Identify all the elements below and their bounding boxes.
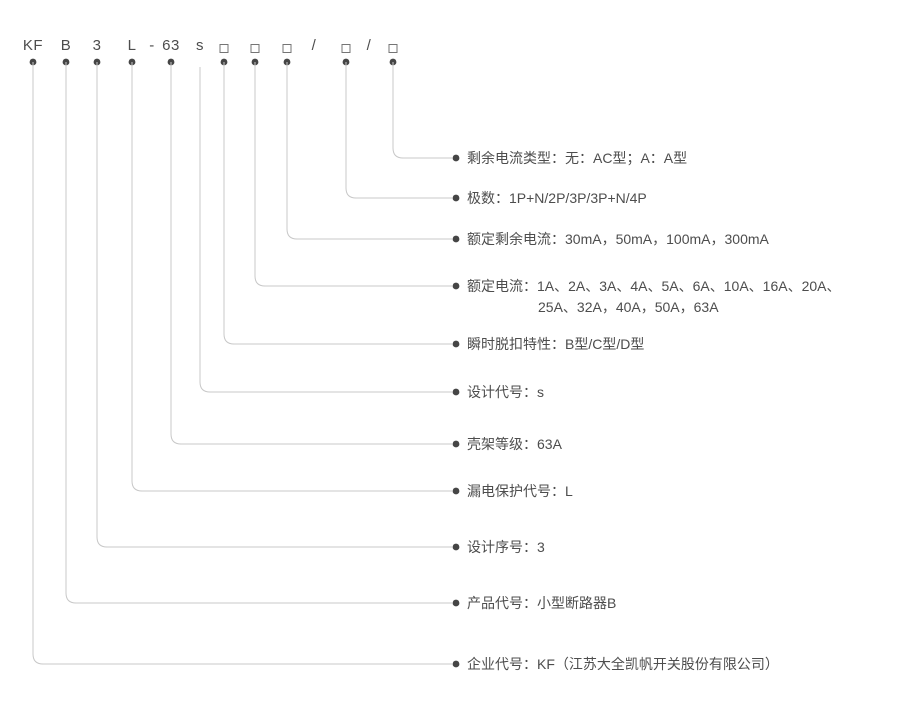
company-code-bullet (452, 660, 460, 668)
product-code-label: 产品代号：小型断路器B (467, 593, 616, 614)
instantaneous-trip-connector (223, 62, 452, 345)
frame-rating-bullet (452, 440, 460, 448)
code-box-poles-placeholder-box (341, 44, 351, 53)
code-kf-symbol: KF (22, 37, 44, 54)
code-box-trip-characteristic-placeholder-box (219, 44, 229, 53)
rated-current-label: 额定电流：1A、2A、3A、4A、5A、6A、10A、16A、20A、 25A、3… (467, 276, 840, 318)
product-code-label-line1: 产品代号：小型断路器B (467, 595, 617, 611)
frame-rating-connector (170, 62, 452, 445)
design-code-label-line1: 设计代号：s (467, 384, 544, 400)
model-code-row: KF B 3 L-63 s / / (0, 0, 900, 70)
poles-label-line1: 极数：1P+N/2P/3P/3P+N/4P (467, 190, 647, 206)
leakage-protection-code-label: 漏电保护代号：L (467, 481, 573, 502)
leakage-protection-code-bullet (452, 487, 460, 495)
rated-current-label-line2: 25A、32A，40A，50A，63A (538, 299, 719, 315)
rated-residual-current-label: 额定剩余电流：30mA，50mA，100mA，300mA (467, 229, 769, 250)
poles-connector (345, 62, 452, 199)
design-serial-label-line1: 设计序号：3 (467, 539, 545, 555)
design-code-connector (199, 67, 452, 393)
design-serial-bullet (452, 543, 460, 551)
leakage-protection-code-connector (131, 62, 452, 492)
poles-bullet (452, 194, 460, 202)
frame-rating-label: 壳架等级：63A (467, 434, 562, 455)
residual-current-type-bullet (452, 154, 460, 162)
code-3-symbol: 3 (92, 37, 102, 54)
rated-current-connector (254, 62, 452, 287)
rated-current-bullet (452, 282, 460, 290)
rated-residual-current-bullet (452, 235, 460, 243)
instantaneous-trip-bullet (452, 340, 460, 348)
rated-residual-current-label-line1: 额定剩余电流：30mA，50mA，100mA，300mA (467, 231, 769, 247)
code-s-symbol: s (196, 37, 204, 54)
code-hyphen-symbol: - (149, 37, 155, 54)
product-code-connector (65, 62, 452, 604)
instantaneous-trip-label: 瞬时脱扣特性：B型/C型/D型 (467, 334, 644, 355)
product-code-bullet (452, 599, 460, 607)
company-code-label: 企业代号：KF（江苏大全凯帆开关股份有限公司） (467, 654, 779, 675)
code-box-residual-type-placeholder-box (388, 44, 398, 53)
instantaneous-trip-label-line1: 瞬时脱扣特性：B型/C型/D型 (467, 336, 645, 352)
design-code-bullet (452, 388, 460, 396)
design-serial-connector (96, 62, 452, 548)
code-slash-2-symbol: / (366, 37, 372, 54)
leakage-protection-code-label-line1: 漏电保护代号：L (467, 483, 573, 499)
code-slash-1-symbol: / (311, 37, 317, 54)
code-box-rated-current-placeholder-box (250, 44, 260, 53)
design-serial-label: 设计序号：3 (467, 537, 545, 558)
code-l-symbol: L (127, 37, 137, 54)
residual-current-type-label-line1: 剩余电流类型：无：AC型；A：A型 (467, 150, 688, 166)
company-code-connector (32, 62, 452, 665)
code-b-symbol: B (60, 37, 72, 54)
rated-residual-current-connector (286, 62, 452, 240)
code-box-rated-residual-current-placeholder-box (282, 44, 292, 53)
residual-current-type-label: 剩余电流类型：无：AC型；A：A型 (467, 148, 687, 169)
poles-label: 极数：1P+N/2P/3P/3P+N/4P (467, 188, 647, 209)
residual-current-type-connector (392, 62, 452, 159)
frame-rating-label-line1: 壳架等级：63A (467, 436, 562, 452)
company-code-label-line1: 企业代号：KF（江苏大全凯帆开关股份有限公司） (467, 656, 779, 672)
design-code-label: 设计代号：s (467, 382, 544, 403)
rated-current-label-line1: 额定电流：1A、2A、3A、4A、5A、6A、10A、16A、20A、 (467, 278, 841, 294)
code-63-symbol: 63 (162, 37, 180, 54)
